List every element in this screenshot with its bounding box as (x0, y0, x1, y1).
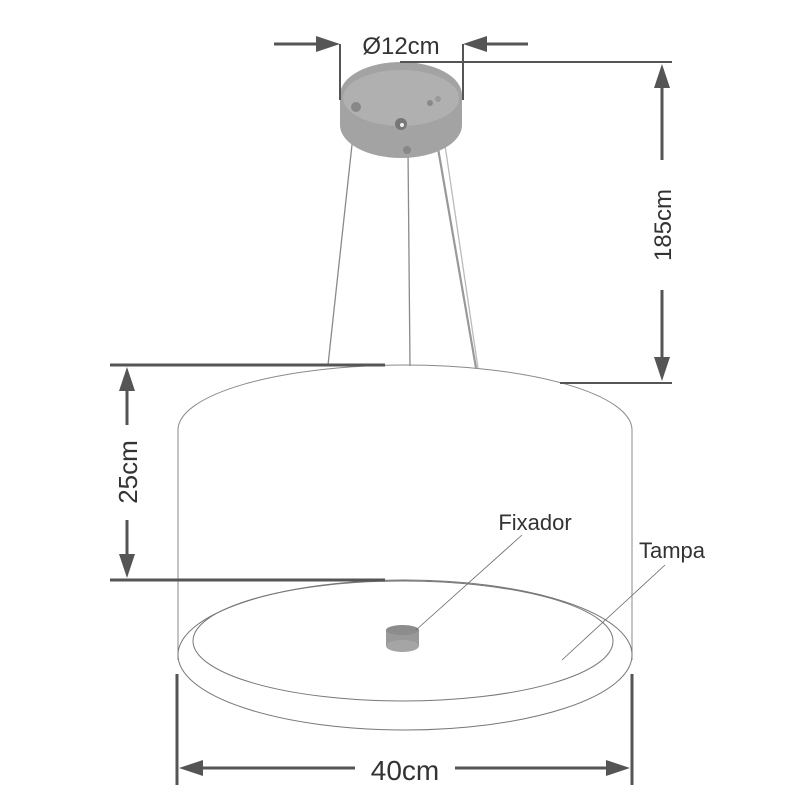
dimension-shade-diameter (175, 674, 634, 785)
fixador-label: Fixador (498, 510, 571, 535)
canopy-diameter-label: Ø12cm (362, 33, 439, 60)
dimension-cable-length (400, 61, 672, 384)
dimension-canopy-diameter (274, 36, 528, 100)
shade-height-label: 25cm (113, 440, 143, 504)
fixador-knob (386, 625, 419, 652)
cable-length-label: 185cm (650, 189, 677, 261)
dimension-shade-height (110, 363, 385, 582)
lamp-shade (177, 364, 633, 731)
tampa-label: Tampa (639, 538, 706, 563)
tampa-cover (192, 580, 614, 702)
ceiling-canopy (340, 62, 462, 158)
fixador-leader (415, 534, 523, 631)
shade-diameter-label: 40cm (371, 755, 439, 786)
tampa-leader (561, 564, 666, 661)
